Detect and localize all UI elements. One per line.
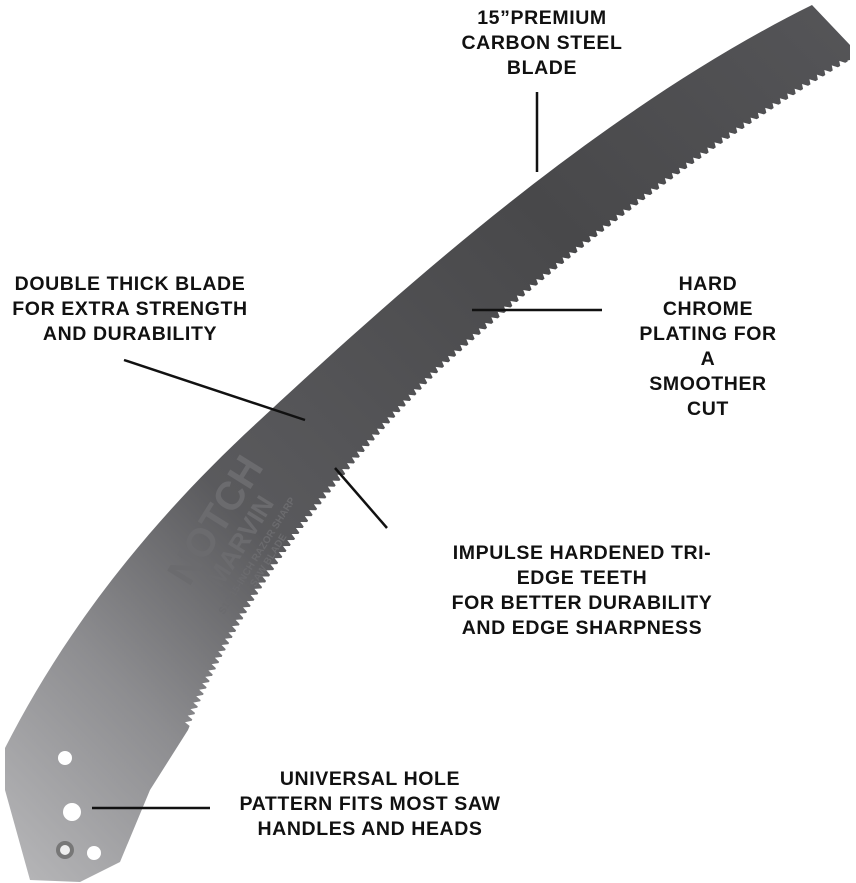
mounting-holes [56, 751, 101, 860]
callout-holes: UNIVERSAL HOLE PATTERN FITS MOST SAW HAN… [239, 768, 501, 840]
leader-lines [92, 92, 602, 810]
leader-line-teeth [334, 467, 388, 529]
hole [87, 846, 101, 860]
rivet-hole-center [60, 845, 70, 855]
callout-double-thick: DOUBLE THICK BLADE FOR EXTRA STRENGTH AN… [12, 273, 248, 345]
callout-chrome: HARD CHROME PLATING FOR A SMOOTHER CUT [639, 273, 777, 420]
hole [63, 803, 81, 821]
callout-blade-material: 15”PREMIUM CARBON STEEL BLADE [461, 7, 623, 79]
hole [58, 751, 72, 765]
saw-teeth [185, 59, 855, 731]
leader-line-double-thick [123, 358, 306, 422]
callout-teeth: IMPULSE HARDENED TRI-EDGE TEETH FOR BETT… [451, 542, 713, 639]
saw-blade [5, 5, 850, 882]
